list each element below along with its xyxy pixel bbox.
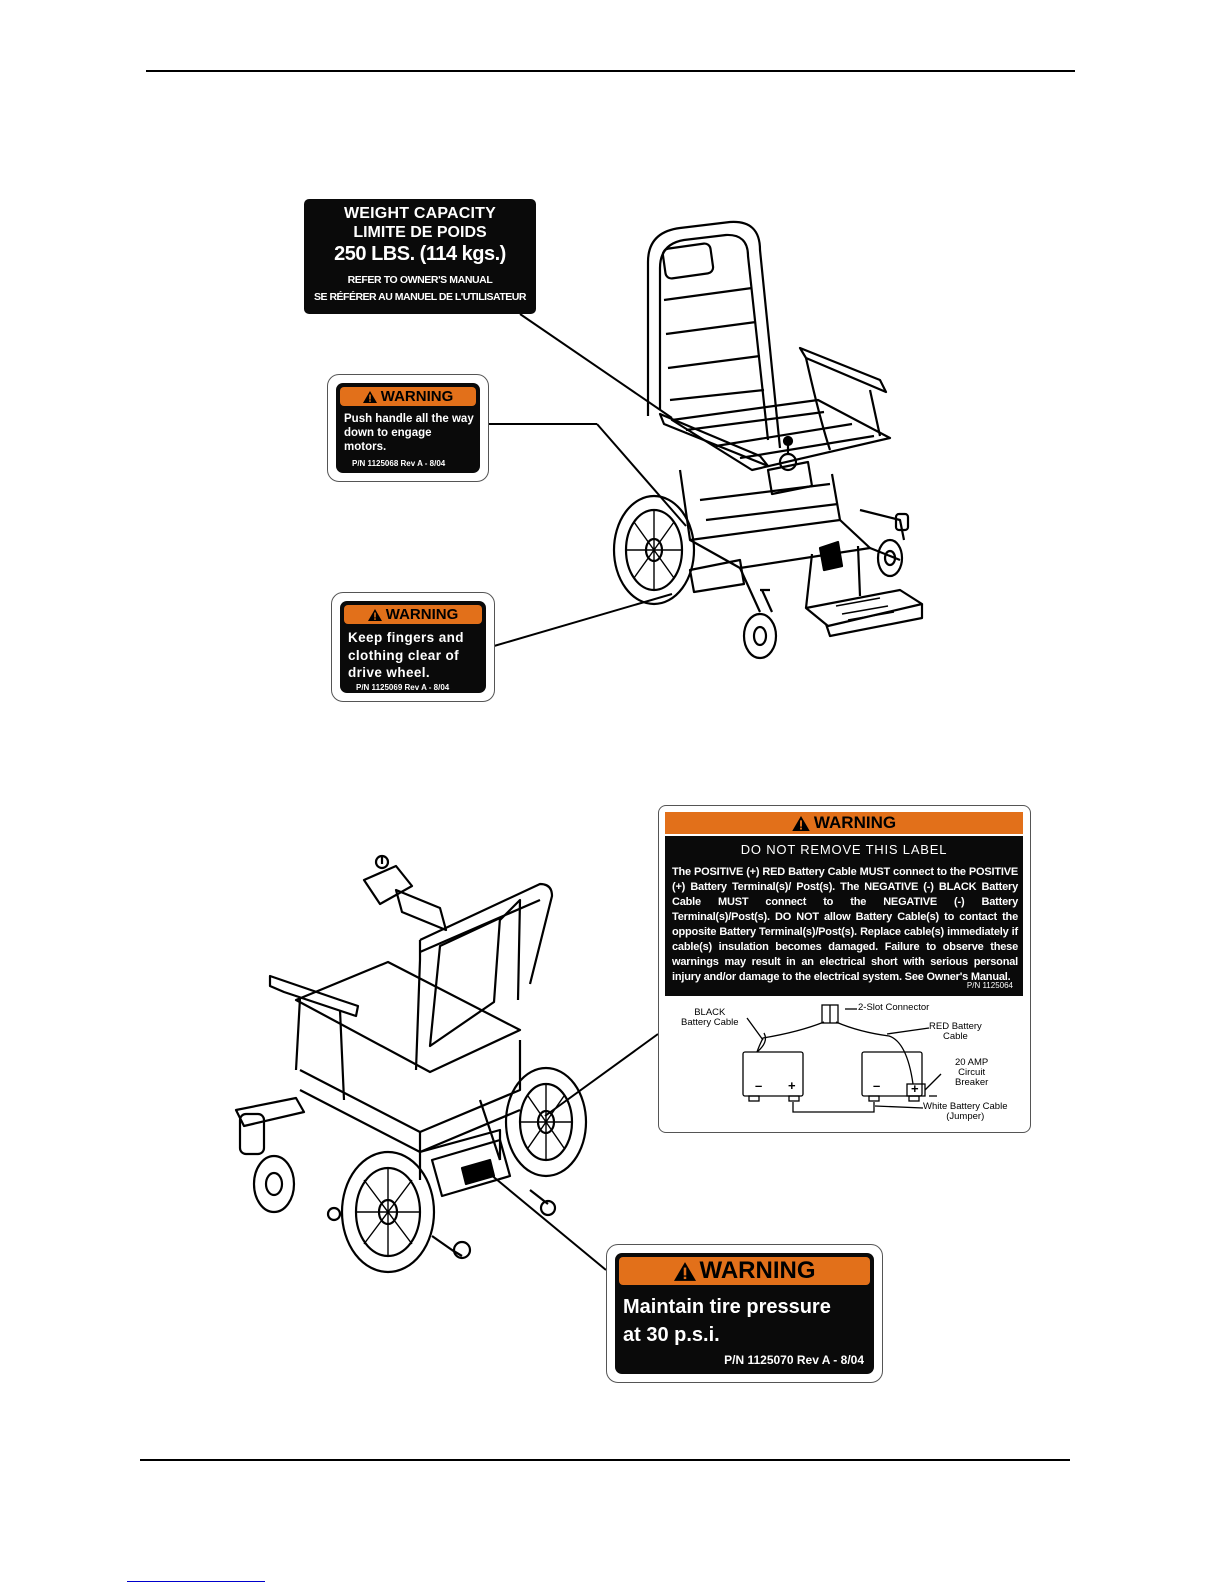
weight-label-line2: LIMITE DE POIDS — [353, 224, 487, 241]
tire-part-number: P/N 1125070 Rev A - 8/04 — [724, 1353, 864, 1367]
battery-warning-header: WARNING — [665, 812, 1023, 834]
top-wheelchair-drawing — [612, 220, 924, 660]
leader-line-push-2 — [596, 423, 687, 527]
weight-label-part-number: P/N 1111026 — [534, 225, 546, 280]
battery-do-not-remove: DO NOT REMOVE THIS LABEL — [740, 842, 948, 857]
push-handle-warning-label: WARNING Push handle all the way down to … — [327, 374, 489, 482]
top-rule — [146, 70, 1075, 72]
tire-warning-line2: at 30 p.s.i. — [623, 1324, 720, 1346]
warning-triangle-icon — [792, 816, 810, 832]
weight-label-line5: SE RÉFÉRER AU MANUEL DE L'UTILISATEUR — [314, 291, 526, 303]
battery-warning-text: The POSITIVE (+) RED Battery Cable MUST … — [672, 866, 1018, 983]
battery-wiring-diagram — [742, 1004, 942, 1113]
leader-line-tire — [489, 1173, 607, 1271]
diagram-white-cable-label: White Battery Cable (Jumper) — [923, 1101, 1008, 1122]
battery-left-negative: – — [755, 1078, 763, 1093]
battery-right-negative: – — [873, 1078, 881, 1093]
battery-warning-label: WARNING DO NOT REMOVE THIS LABEL The POS… — [658, 805, 1031, 1133]
tire-warning-line1: Maintain tire pressure — [623, 1296, 831, 1318]
battery-part-number: P/N 1125064 — [966, 981, 1013, 990]
weight-label-line4: REFER TO OWNER'S MANUAL — [347, 274, 493, 286]
tire-pressure-warning-label: WARNING Maintain tire pressure at 30 p.s… — [606, 1244, 883, 1383]
warning-triangle-icon — [673, 1262, 696, 1282]
fingers-part-number: P/N 1125069 Rev A - 8/04 — [356, 683, 450, 692]
bottom-rule — [140, 1459, 1070, 1461]
battery-left — [742, 1051, 804, 1097]
warning-triangle-icon — [362, 391, 377, 404]
diagram-connector-label: 2-Slot Connector — [858, 1002, 930, 1013]
warning-triangle-icon — [367, 609, 382, 622]
weight-label-line1: WEIGHT CAPACITY — [343, 205, 497, 222]
battery-left-positive: + — [788, 1078, 796, 1093]
footer-link-underline[interactable] — [127, 1581, 265, 1582]
diagram-black-cable-label: BLACK Battery Cable — [681, 1007, 739, 1028]
weight-label-line3: 250 LBS. (114 kgs.) — [334, 243, 506, 265]
battery-warning-text-panel: DO NOT REMOVE THIS LABEL The POSITIVE (+… — [665, 836, 1023, 996]
battery-right — [861, 1051, 923, 1097]
push-handle-part-number: P/N 1125068 Rev A - 8/04 — [352, 459, 446, 468]
leader-line-weight — [519, 313, 673, 419]
bottom-wheelchair-drawing — [234, 854, 588, 1274]
diagram-breaker-label: 20 AMP Circuit Breaker — [955, 1057, 989, 1088]
fingers-warning-header: WARNING — [344, 605, 482, 624]
weight-capacity-label: WEIGHT CAPACITY LIMITE DE POIDS 250 LBS.… — [304, 199, 546, 314]
battery-right-positive: + — [911, 1081, 919, 1096]
fingers-warning-text: Keep fingers and clothing clear of drive… — [348, 630, 464, 680]
tire-warning-header: WARNING — [619, 1257, 870, 1285]
push-handle-warning-header: WARNING — [340, 387, 476, 406]
diagram-red-cable-label: RED Battery Cable — [929, 1021, 982, 1042]
push-handle-warning-text: Push handle all the way down to engage m… — [344, 413, 474, 453]
leader-line-battery — [544, 1033, 659, 1117]
fingers-warning-label: WARNING Keep fingers and clothing clear … — [331, 592, 495, 702]
